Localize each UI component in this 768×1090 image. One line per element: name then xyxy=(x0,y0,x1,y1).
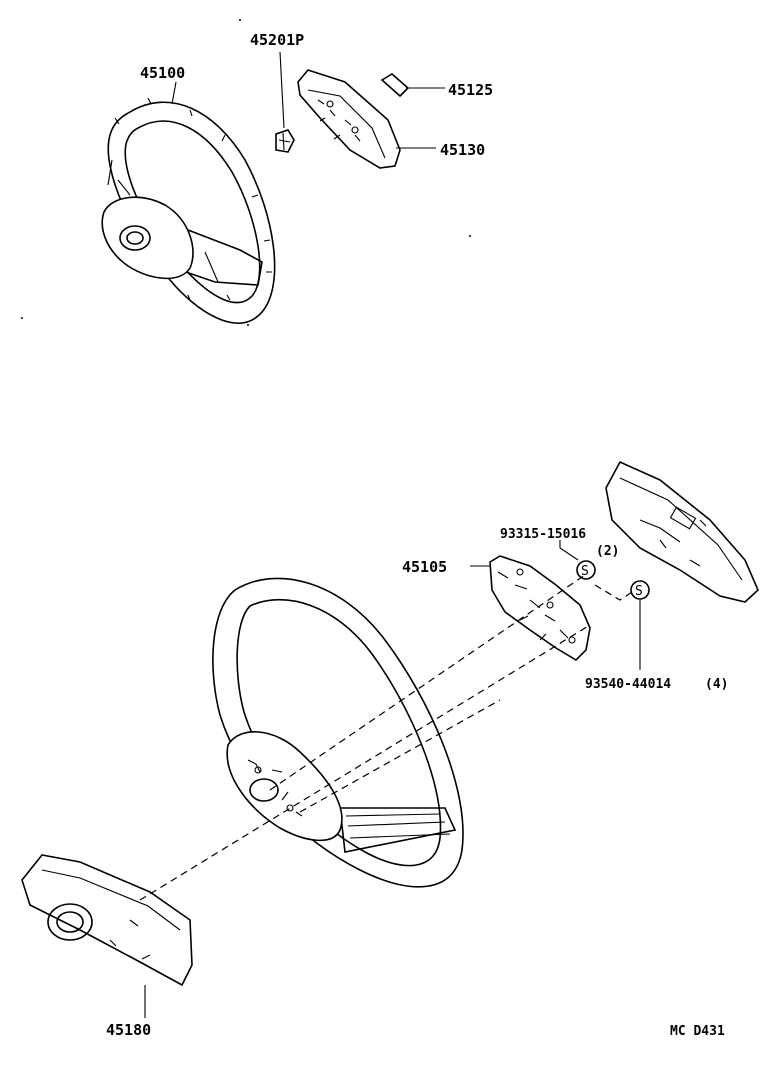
screw-s-2: S xyxy=(635,584,643,599)
label-93540: 93540-44014 xyxy=(585,677,671,692)
assembly-line-2 xyxy=(269,574,586,791)
bracket-part xyxy=(470,555,591,662)
label-93540-qty: (4) xyxy=(705,677,728,692)
label-45130: 45130 xyxy=(440,141,485,159)
screw-s-1: S xyxy=(581,564,589,579)
label-93315: 93315-15016 xyxy=(500,527,586,542)
horn-pad-lower xyxy=(605,460,759,603)
assembly-line-3 xyxy=(299,699,501,813)
assembly-line-4 xyxy=(594,584,633,601)
steering-wheel-lower xyxy=(212,577,464,888)
screw-symbol-2: S xyxy=(630,580,650,670)
steering-wheel-upper xyxy=(101,97,276,324)
label-45180: 45180 xyxy=(106,1021,151,1039)
cover-part xyxy=(21,854,193,1018)
assembly-line-1 xyxy=(139,624,591,901)
label-45105: 45105 xyxy=(402,558,447,576)
clip-part xyxy=(380,73,445,98)
leader-45100 xyxy=(171,81,177,105)
label-45201P: 45201P xyxy=(250,31,304,49)
label-93315-qty: (2) xyxy=(596,544,619,559)
emblem-part xyxy=(275,51,295,153)
figure-code: MC D431 xyxy=(670,1024,725,1039)
label-45125: 45125 xyxy=(448,81,493,99)
screw-symbol-1: S xyxy=(559,540,596,580)
label-45100: 45100 xyxy=(140,64,185,82)
horn-pad-part xyxy=(297,69,401,169)
